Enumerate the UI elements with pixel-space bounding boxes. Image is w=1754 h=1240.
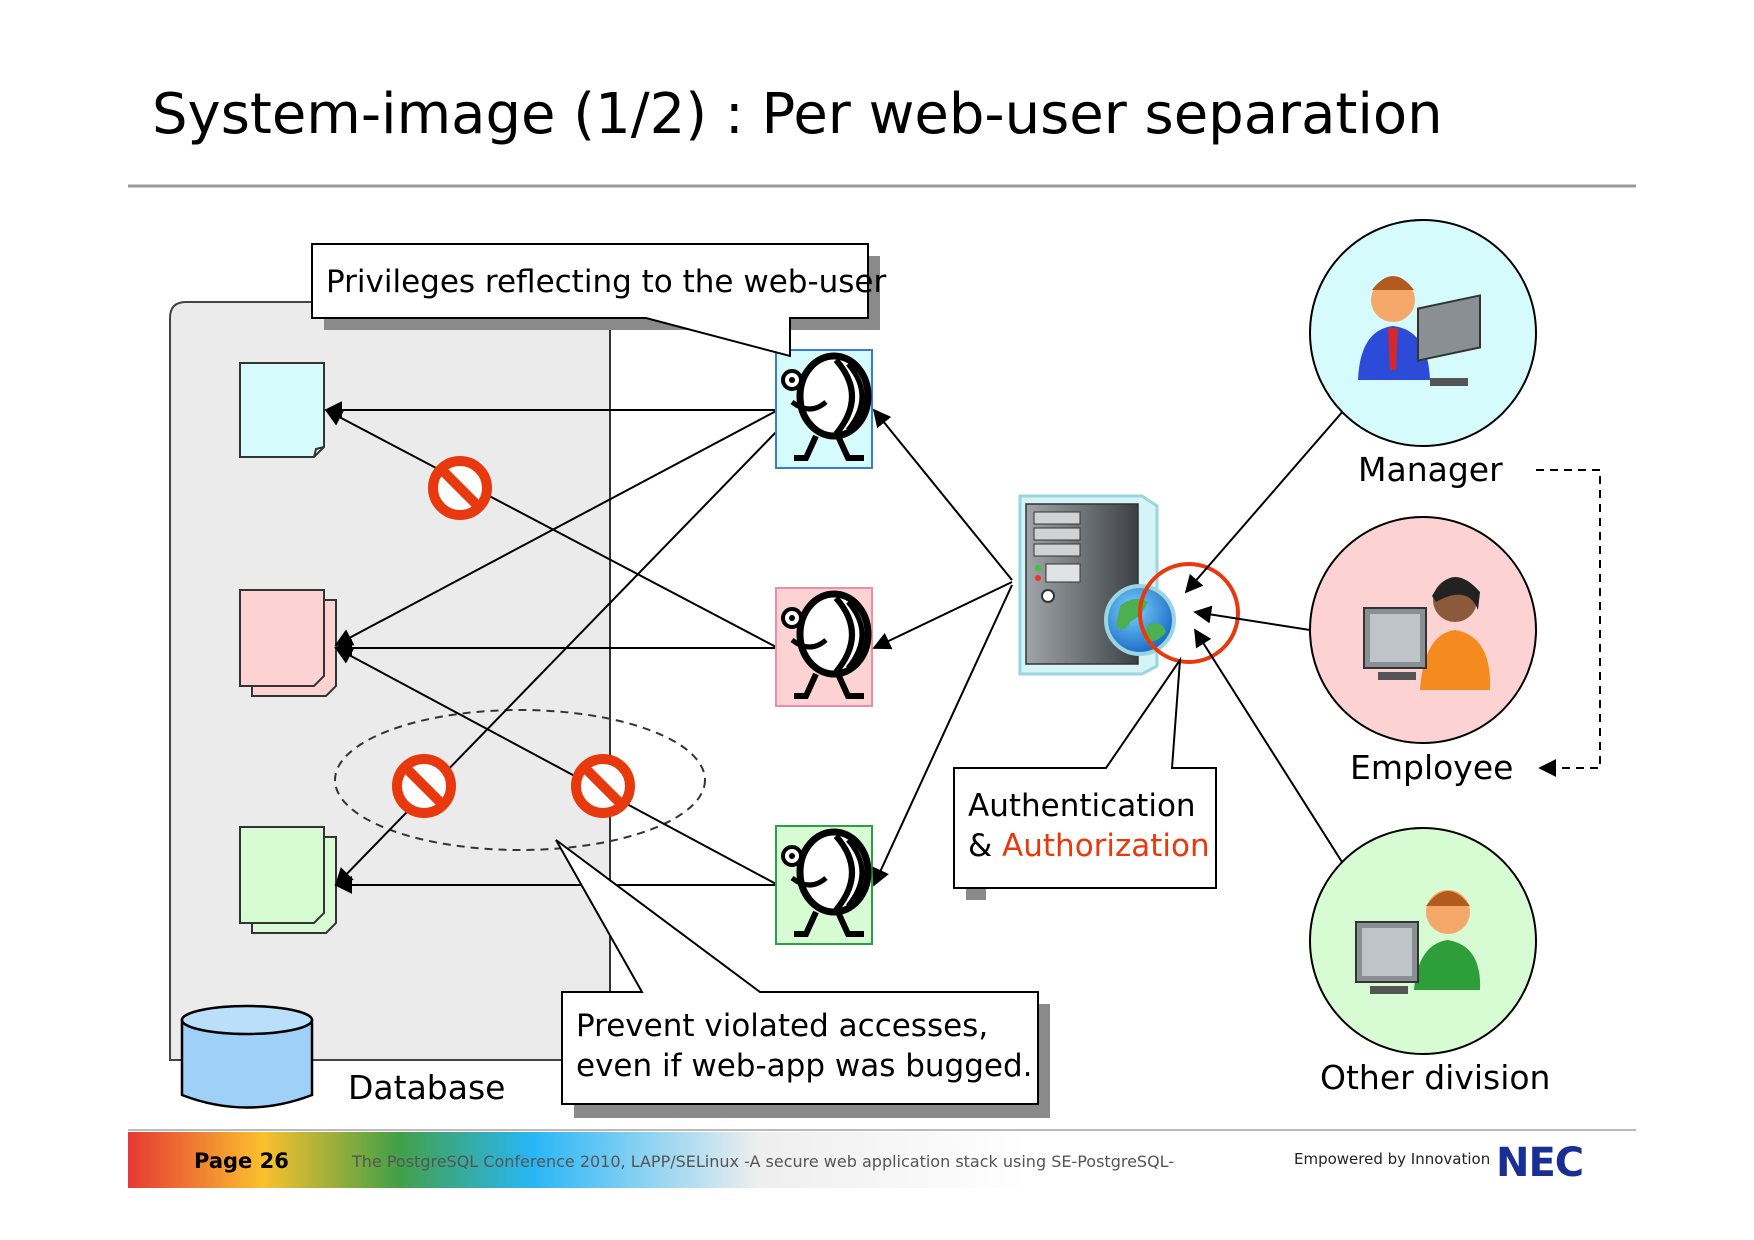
web-app-instance-manager-icon: [775, 349, 873, 469]
web-app-instance-employee-icon: [775, 587, 873, 707]
prevent-callout-box: [555, 839, 1050, 1118]
slide-title: System-image (1/2) : Per web-user separa…: [152, 82, 1443, 147]
privileges-callout-box: [311, 243, 880, 358]
manager-avatar-icon: [1309, 219, 1537, 447]
document-cyan-icon: [239, 362, 325, 458]
privileges-callout-text: Privileges reflecting to the web-user: [326, 264, 887, 300]
other-division-avatar-icon: [1309, 827, 1537, 1055]
footer-conference-text: The PostgreSQL Conference 2010, LAPP/SEL…: [352, 1152, 1175, 1171]
auth-callout-line2: & Authorization: [968, 826, 1210, 866]
access-arrows: [324, 401, 779, 894]
deny-icon: [392, 754, 456, 818]
deny-icon: [428, 456, 492, 520]
other-division-label: Other division: [1320, 1058, 1551, 1097]
database-cylinder-icon: [180, 1004, 314, 1109]
database-label: Database: [348, 1068, 506, 1107]
login-arrows: [1184, 409, 1345, 863]
manager-label: Manager: [1358, 450, 1503, 489]
auth-callout-box: [953, 656, 1217, 900]
employee-label: Employee: [1350, 748, 1514, 787]
auth-callout-line1: Authentication: [968, 788, 1196, 824]
deny-icon: [571, 754, 635, 818]
violation-highlight: [334, 709, 706, 851]
document-pink-icon: [239, 589, 337, 697]
hierarchy-connector: [1536, 469, 1601, 777]
document-green-icon: [239, 826, 337, 934]
prevent-callout-line1: Prevent violated accesses,: [576, 1008, 989, 1044]
employee-avatar-icon: [1309, 516, 1537, 744]
auth-callout-highlight: Authorization: [1002, 828, 1210, 864]
auth-callout-prefix: &: [968, 828, 1003, 864]
dispatch-arrows: [872, 408, 1013, 887]
page-number: Page 26: [194, 1149, 289, 1173]
nec-logo: NEC: [1496, 1140, 1584, 1186]
footer-band: [128, 1132, 1028, 1188]
footer-tagline: Empowered by Innovation: [1294, 1150, 1491, 1168]
prevent-callout-line2: even if web-app was bugged.: [576, 1048, 1033, 1084]
auth-highlight: [1138, 562, 1240, 664]
web-app-instance-other-icon: [775, 825, 873, 945]
database-area: [169, 301, 611, 1061]
